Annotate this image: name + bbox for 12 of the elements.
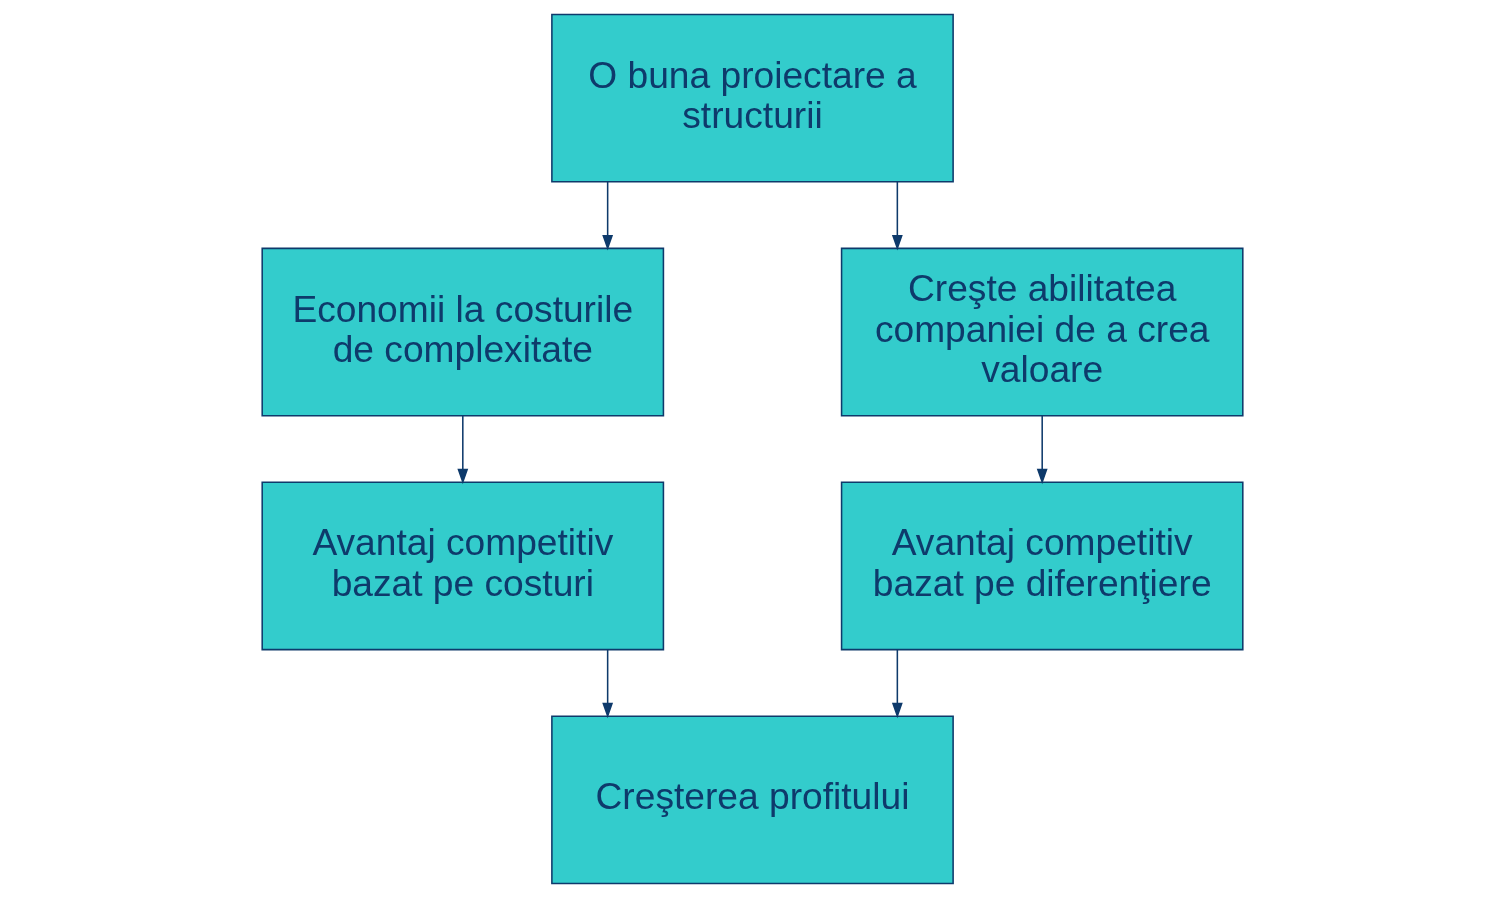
node-box: O buna proiectare a structurii [550, 13, 954, 183]
arrow [891, 648, 903, 719]
arrow [601, 648, 613, 719]
arrow [601, 181, 613, 251]
node-box: Economii la costurile de complexitate [260, 247, 664, 417]
arrow [456, 415, 468, 485]
arrow [891, 181, 903, 251]
node-box: Creşte abilitatea companiei de a crea valoare [840, 247, 1244, 417]
node-box: Avantaj competitiv bazat pe diferenţiere [840, 481, 1244, 651]
arrow [1036, 415, 1048, 485]
node-box: Avantaj competitiv bazat pe costuri [260, 481, 664, 651]
node-box: Creşterea profitului [550, 715, 954, 885]
